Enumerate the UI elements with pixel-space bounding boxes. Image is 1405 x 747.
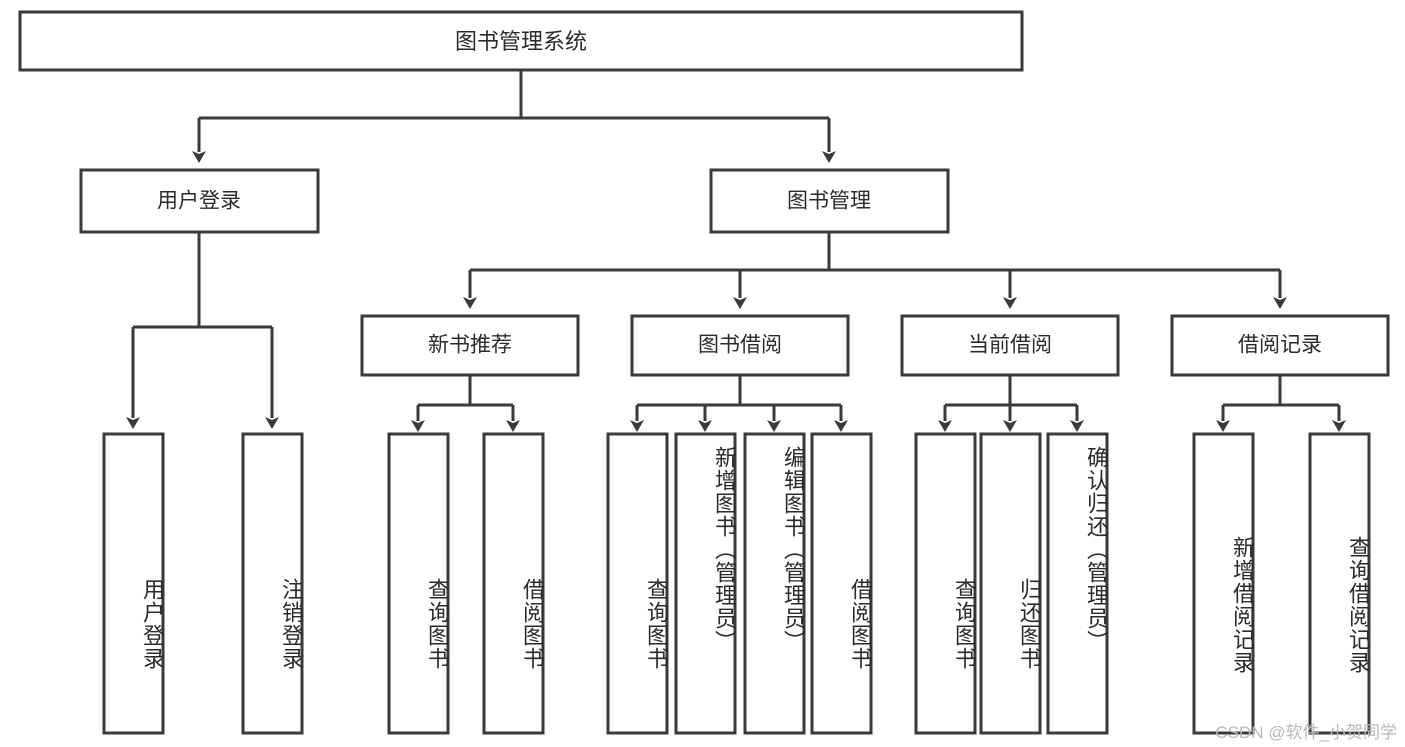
node-book-borrow-label: 图书借阅 [698,334,782,357]
connector-group-new-book [411,375,520,432]
node-user-login[interactable]: 用户登录 [79,168,320,234]
connector-group-borrow-record [1216,375,1346,432]
node-book-borrow[interactable]: 图书借阅 [630,314,850,377]
node-borrow-record[interactable]: 借阅记录 [1170,314,1390,377]
leaf-current-borrow-0[interactable] [914,432,977,735]
leaf-current-borrow-1[interactable] [979,432,1042,735]
leaf-user-login-0[interactable] [102,432,165,735]
connector-group-current-borrow [938,375,1084,432]
leaf-book-borrow-2[interactable] [743,432,806,735]
leaf-new-book-0[interactable] [387,432,450,735]
node-current-borrow-label: 当前借阅 [968,334,1052,357]
csdn-watermark: CSDN @软件_小贺同学 [1215,723,1397,742]
node-root[interactable]: 图书管理系统 [18,10,1024,72]
node-current-borrow[interactable]: 当前借阅 [900,314,1120,377]
node-new-book-recommend[interactable]: 新书推荐 [360,314,580,377]
leaf-new-book-1[interactable] [482,432,545,735]
node-book-manage[interactable]: 图书管理 [709,168,950,234]
node-book-manage-label: 图书管理 [787,190,871,213]
leaf-current-borrow-2[interactable] [1046,432,1109,735]
leaf-user-login-1[interactable] [241,432,304,735]
connector-group-user-login [126,232,279,429]
connector-group-book-borrow [630,375,848,432]
leaf-book-borrow-3[interactable] [810,432,873,735]
leaf-book-borrow-0[interactable] [606,432,669,735]
leaf-book-borrow-1[interactable] [674,432,737,735]
node-new-book-recommend-label: 新书推荐 [428,334,512,357]
node-user-login-label: 用户登录 [157,190,241,213]
connector-group-book-manage [463,232,1287,309]
connector-group-root [192,70,836,163]
node-borrow-record-label: 借阅记录 [1238,334,1322,357]
node-root-label: 图书管理系统 [455,29,587,54]
leaf-borrow-record-0[interactable] [1192,432,1255,735]
leaf-borrow-record-1[interactable] [1308,432,1371,735]
